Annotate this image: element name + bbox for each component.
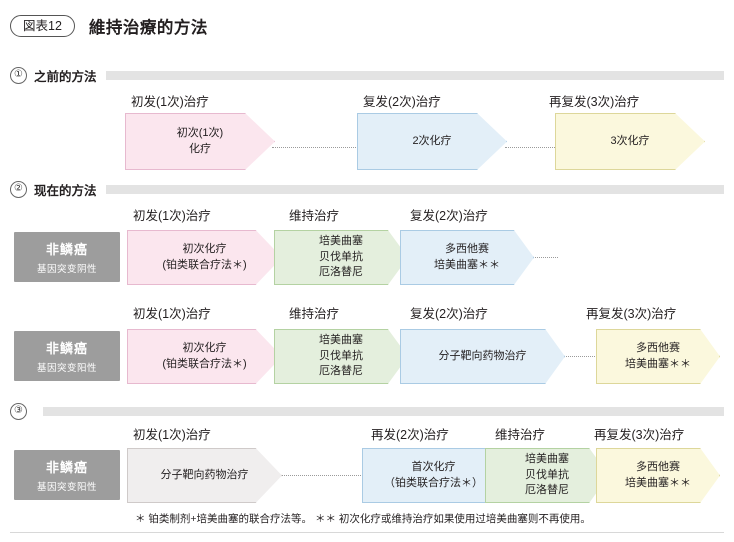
row2-category-sub: 基因突变阴性 bbox=[36, 264, 97, 275]
section-number-1: ① bbox=[10, 67, 27, 84]
row1-arrow-1: 初次(1次) 化疗 bbox=[125, 113, 275, 170]
row2-arrow-1-line-2: (铂类联合疗法＊) bbox=[162, 258, 247, 271]
figure-title: 維持治療的方法 bbox=[88, 19, 208, 37]
section-label-1: 之前的方法 bbox=[34, 70, 97, 84]
section-header-3: ③ bbox=[10, 403, 724, 420]
section-header-2: ② 现在的方法 bbox=[10, 180, 724, 199]
row4-arrow-1: 分子靶向药物治疗 bbox=[127, 448, 282, 503]
row4-category-label: 非鳞癌 基因突变阳性 bbox=[14, 450, 120, 500]
row1-arrow-2: 2次化疗 bbox=[357, 113, 507, 170]
row3-arrow-1-line-2: (铂类联合疗法＊) bbox=[162, 357, 247, 370]
row4-arrow-1-line-1: 分子靶向药物治疗 bbox=[160, 468, 249, 481]
row4-arrow-4: 多西他赛 培美曲塞＊＊ bbox=[596, 448, 720, 503]
row3-arrow-1: 初次化疗 (铂类联合疗法＊) bbox=[127, 329, 282, 384]
row3-arrow-2-line-3: 厄洛替尼 bbox=[319, 365, 363, 378]
row3-arrow-2-line-1: 培美曲塞 bbox=[319, 333, 363, 346]
row4-heading-2: 再发(2次)治疗 bbox=[371, 428, 449, 442]
row4-heading-4: 再复发(3次)治疗 bbox=[594, 428, 685, 442]
row3-arrow-4-line-1: 多西他赛 bbox=[636, 341, 680, 354]
section-rule-3 bbox=[43, 407, 724, 416]
row1-arrow-1-line-2: 化疗 bbox=[189, 142, 211, 155]
row3-arrow-1-line-1: 初次化疗 bbox=[182, 341, 227, 354]
row2-arrow-2-line-1: 培美曲塞 bbox=[319, 234, 363, 247]
row4-arrow-2-line-1: 首次化疗 bbox=[411, 460, 456, 473]
row1-connector-1 bbox=[272, 147, 362, 148]
row2-category-name: 非鳞癌 bbox=[45, 242, 88, 257]
row2-heading-1: 初发(1次)治疗 bbox=[133, 209, 211, 223]
row1-arrow-3: 3次化疗 bbox=[555, 113, 705, 170]
row4-heading-3: 维持治疗 bbox=[495, 428, 546, 442]
row3-heading-2: 维持治疗 bbox=[289, 307, 340, 321]
row2-arrow-3: 多西他赛 培美曲塞＊＊ bbox=[400, 230, 534, 285]
row1-arrow-1-line-1: 初次(1次) bbox=[176, 126, 224, 139]
row2-category-label: 非鳞癌 基因突变阴性 bbox=[14, 232, 120, 282]
row3-arrow-3: 分子靶向药物治疗 bbox=[400, 329, 565, 384]
row4-arrow-3: 培美曲塞 贝伐单抗 厄洛替尼 bbox=[485, 448, 609, 503]
row1-heading-3: 再复发(3次)治疗 bbox=[549, 95, 640, 109]
footer-rule bbox=[10, 532, 724, 533]
row3-heading-4: 再复发(3次)治疗 bbox=[586, 307, 677, 321]
row4-category-sub: 基因突变阳性 bbox=[36, 482, 97, 493]
section-label-2: 现在的方法 bbox=[34, 184, 97, 198]
row4-connector-1 bbox=[280, 475, 365, 476]
row1-arrow-3-line-1: 3次化疗 bbox=[610, 134, 650, 147]
row1-heading-1: 初发(1次)治疗 bbox=[131, 95, 209, 109]
row2-arrow-2-line-2: 贝伐单抗 bbox=[319, 250, 363, 263]
section-number-3: ③ bbox=[10, 403, 27, 420]
figure-number-badge: 図表12 bbox=[10, 14, 75, 38]
row4-arrow-4-line-1: 多西他赛 bbox=[636, 460, 680, 473]
section-rule-1 bbox=[105, 71, 724, 80]
row3-arrow-2: 培美曲塞 贝伐单抗 厄洛替尼 bbox=[274, 329, 408, 384]
row2-arrow-3-line-2: 培美曲塞＊＊ bbox=[434, 258, 500, 271]
row2-heading-2: 维持治疗 bbox=[289, 209, 340, 223]
row2-arrow-3-line-1: 多西他赛 bbox=[445, 242, 489, 255]
row3-category-name: 非鳞癌 bbox=[45, 341, 88, 356]
row3-arrow-4-line-2: 培美曲塞＊＊ bbox=[625, 357, 691, 370]
row2-arrow-2: 培美曲塞 贝伐单抗 厄洛替尼 bbox=[274, 230, 408, 285]
section-number-2: ② bbox=[10, 181, 27, 198]
figure-header: 図表12 維持治療的方法 bbox=[10, 14, 208, 38]
footnote-text: ＊ 铂类制剂+培美曲塞的联合疗法等。 ＊＊ 初次化疗或维持治疗如果使用过培美曲塞… bbox=[135, 513, 591, 525]
row3-category-label: 非鳞癌 基因突变阳性 bbox=[14, 331, 120, 381]
row3-arrow-2-line-2: 贝伐单抗 bbox=[319, 349, 363, 362]
row4-heading-1: 初发(1次)治疗 bbox=[133, 428, 211, 442]
row1-connector-2 bbox=[505, 147, 557, 148]
row4-arrow-4-line-2: 培美曲塞＊＊ bbox=[625, 476, 691, 489]
row2-arrow-1-line-1: 初次化疗 bbox=[182, 242, 227, 255]
row3-arrow-3-line-1: 分子靶向药物治疗 bbox=[438, 349, 527, 362]
row1-arrow-2-line-1: 2次化疗 bbox=[412, 134, 452, 147]
section-header-1: ① 之前的方法 bbox=[10, 66, 724, 85]
row3-heading-3: 复发(2次)治疗 bbox=[410, 307, 488, 321]
row3-category-sub: 基因突变阳性 bbox=[36, 363, 97, 374]
section-rule-2 bbox=[105, 185, 724, 194]
row4-arrow-2: 首次化疗 （铂类联合疗法＊） bbox=[362, 448, 505, 503]
row4-arrow-3-line-1: 培美曲塞 bbox=[525, 452, 569, 465]
row3-arrow-4: 多西他赛 培美曲塞＊＊ bbox=[596, 329, 720, 384]
row3-connector-1 bbox=[551, 356, 599, 357]
row1-heading-2: 复发(2次)治疗 bbox=[363, 95, 441, 109]
row2-heading-3: 复发(2次)治疗 bbox=[410, 209, 488, 223]
row2-arrow-1: 初次化疗 (铂类联合疗法＊) bbox=[127, 230, 282, 285]
row2-arrow-2-line-3: 厄洛替尼 bbox=[319, 266, 363, 279]
row4-arrow-3-line-2: 贝伐单抗 bbox=[525, 468, 569, 481]
row4-arrow-3-line-3: 厄洛替尼 bbox=[525, 484, 569, 497]
row4-category-name: 非鳞癌 bbox=[45, 460, 88, 475]
row4-arrow-2-line-2: （铂类联合疗法＊） bbox=[384, 476, 483, 489]
row3-heading-1: 初发(1次)治疗 bbox=[133, 307, 211, 321]
